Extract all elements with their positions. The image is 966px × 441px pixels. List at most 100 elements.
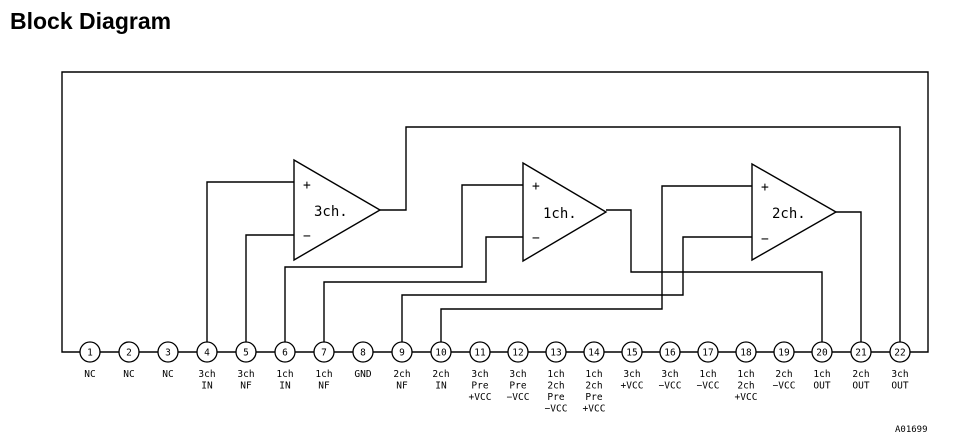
amplifier-label: 2ch. (772, 206, 806, 222)
wire-8 (323, 236, 523, 342)
minus-input-sign: − (532, 231, 540, 246)
pin-label-line: 3ch (471, 369, 488, 380)
plus-input-sign: + (532, 179, 540, 194)
pin-circle (735, 341, 757, 363)
pin-label-line: 1ch (547, 369, 564, 380)
pin-label-line: 3ch (623, 369, 640, 380)
figure-code: A01699 (895, 425, 928, 435)
pin-number: 13 (550, 348, 561, 359)
pin-label-line: GND (354, 369, 371, 380)
pin-circle (235, 341, 257, 363)
pin-label-line: 3ch (661, 369, 678, 380)
pin-circle (196, 341, 218, 363)
pin-label-line: 2ch (547, 381, 564, 392)
pin-15: 15 3ch+VCC (621, 341, 644, 392)
pin-label-line: 1ch (585, 369, 602, 380)
wire-6 (245, 234, 294, 342)
pin-label-line: NF (396, 381, 408, 392)
pin-circle (79, 341, 101, 363)
pin-label-line: 2ch (775, 369, 792, 380)
pin-number: 4 (204, 348, 210, 359)
pin-number: 6 (282, 348, 288, 359)
pin-label-line: IN (435, 381, 447, 392)
pin-2: 2NC (118, 341, 140, 380)
pin-number: 18 (740, 348, 752, 359)
pin-circle (469, 341, 491, 363)
pin-label-line: 1ch (315, 369, 332, 380)
pin-number: 14 (588, 348, 600, 359)
wires (61, 71, 929, 353)
wire-10 (440, 185, 752, 342)
pin-label-line: 1ch (699, 369, 716, 380)
pin-circle (545, 341, 567, 363)
pin-label-line: 1ch (276, 369, 293, 380)
pin-label-line: NC (162, 369, 173, 380)
wire-9 (401, 236, 752, 342)
pin-label-line: OUT (891, 381, 908, 392)
pin-label-line: IN (279, 381, 291, 392)
pin-label-line: NC (84, 369, 95, 380)
pin-label-line: 3ch (237, 369, 254, 380)
pin-circle (118, 341, 140, 363)
pin-label-line: 2ch (393, 369, 410, 380)
plus-input-sign: + (761, 180, 769, 195)
pin-number: 12 (512, 348, 523, 359)
pin-circle (850, 341, 872, 363)
wire-1 (61, 71, 929, 353)
pin-circle (430, 341, 452, 363)
pin-number: 2 (126, 348, 132, 359)
pin-label-line: 3ch (891, 369, 908, 380)
pin-label-line: NC (123, 369, 134, 380)
amplifier-amp3: 3ch.+ − (293, 158, 382, 262)
pin-label-line: −VCC (697, 381, 720, 392)
pin-label-line: +VCC (621, 381, 644, 392)
pin-circle (697, 341, 719, 363)
wire-2 (380, 126, 901, 342)
pin-number: 7 (321, 348, 327, 359)
pin-circle (659, 341, 681, 363)
pin-number: 8 (360, 348, 366, 359)
wire-5 (206, 181, 294, 342)
pin-label-line: +VCC (735, 392, 758, 403)
pin-label-line: 1ch (813, 369, 830, 380)
pin-number: 5 (243, 348, 249, 359)
pin-number: 9 (399, 348, 405, 359)
pin-label-line: NF (240, 381, 252, 392)
amplifier-label: 3ch. (314, 204, 348, 220)
pin-number: 19 (778, 348, 790, 359)
pin-label-line: 2ch (432, 369, 449, 380)
pin-number: 10 (435, 348, 447, 359)
pin-number: 15 (626, 348, 637, 359)
page-title: Block Diagram (10, 8, 172, 34)
pin-circle (274, 341, 296, 363)
pin-label-line: OUT (852, 381, 869, 392)
amplifier-amp1: 1ch.+− (522, 161, 608, 263)
pin-label-line: 2ch (852, 369, 869, 380)
pin-1: 1NC (79, 341, 101, 380)
pin-circle (157, 341, 179, 363)
pin-label-line: Pre (509, 381, 526, 392)
pin-label-line: Pre (585, 392, 602, 403)
pin-label-line: −VCC (507, 392, 530, 403)
pin-label-line: −VCC (545, 404, 568, 415)
plus-input-sign: + (303, 178, 311, 193)
pin-circle (773, 341, 795, 363)
pin-label-line: Pre (471, 381, 488, 392)
pin-number: 20 (816, 348, 828, 359)
pin-number: 16 (664, 348, 676, 359)
pin-circle (391, 341, 413, 363)
minus-input-sign: − (303, 229, 311, 244)
pin-number: 1 (87, 348, 93, 359)
